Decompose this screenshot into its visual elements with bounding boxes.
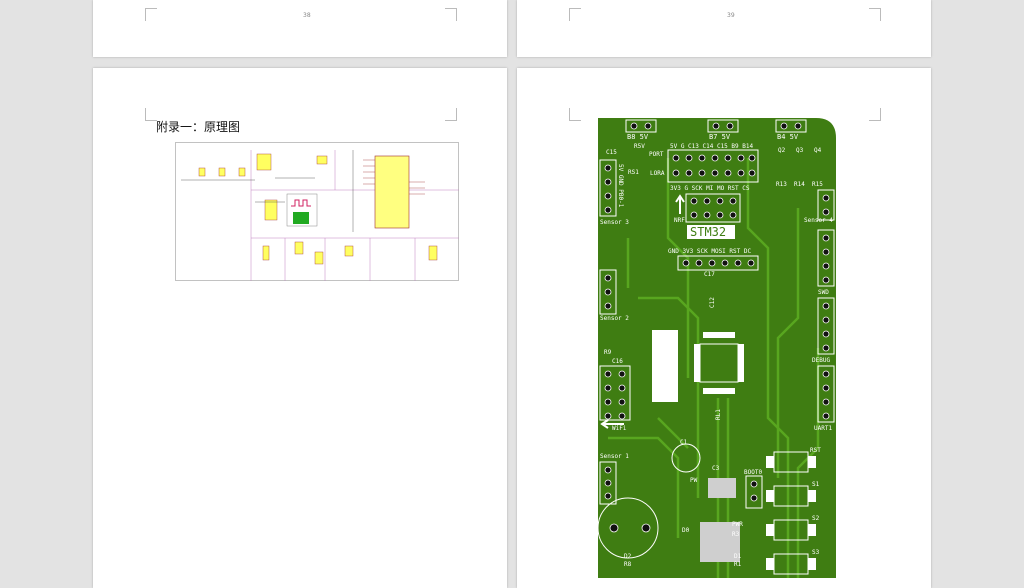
pcb-label: BOOT0 <box>744 469 762 476</box>
pcb-label: 3V3 G SCK MI MO RST CS <box>670 185 750 192</box>
pcb-label: RST <box>810 447 821 454</box>
pcb-label: WiFi <box>612 425 627 432</box>
pcb-label: Q4 <box>814 147 822 154</box>
pcb-label: D1 <box>734 553 742 560</box>
page-40: 附录一：原理图 <box>93 68 507 588</box>
margin-mark <box>569 108 581 121</box>
schematic-image[interactable] <box>175 142 459 281</box>
page-39: 39 <box>517 0 931 57</box>
pcb-label: NRF <box>674 217 685 224</box>
chip-label: STM32 <box>690 225 726 239</box>
arrow-left-icon <box>600 419 624 429</box>
arrow-up-icon <box>675 194 685 214</box>
pcb-label: R14 <box>794 181 805 188</box>
appendix-heading: 附录一：原理图 <box>156 120 241 134</box>
pcb-label: Q3 <box>796 147 804 154</box>
pcb-label: LORA <box>650 170 665 177</box>
pcb-label: B8 5V <box>627 133 649 141</box>
page-number: 39 <box>727 12 735 19</box>
pcb-label: DEBUG <box>812 357 830 364</box>
pcb-label: C17 <box>704 271 715 278</box>
pcb-label: PW <box>690 477 698 484</box>
pcb-label: C15 <box>606 149 617 156</box>
pcb-label: S1 <box>812 481 820 488</box>
pcb-label: Sensor 3 <box>600 219 629 226</box>
margin-mark <box>145 108 157 121</box>
pcb-label: S2 <box>812 515 820 522</box>
pcb-label: RL1 <box>715 409 722 420</box>
pcb-label: R5V <box>634 143 645 150</box>
pcb-label: GND 3V3 SCK MOSI RST DC <box>668 248 751 255</box>
pcb-label: R1 <box>734 561 742 568</box>
margin-mark <box>869 108 881 121</box>
pcb-label: R15 <box>812 181 823 188</box>
pcb-label: R3 <box>732 531 740 538</box>
page-41: B8 5V B7 5V B4 5V 5V G C13 C14 C15 B9 B1… <box>517 68 931 588</box>
margin-mark <box>445 8 457 21</box>
pcb-label: C1 <box>680 439 688 446</box>
pcb-label: Sensor 4 <box>804 217 833 224</box>
pcb-label: RS1 <box>628 169 639 176</box>
pcb-label: B7 5V <box>709 133 731 141</box>
sensor3-pin-labels: 5V GND PB0-1 <box>617 164 624 208</box>
pcb-label: S3 <box>812 549 820 556</box>
pcb-label: D0 <box>682 527 690 534</box>
pcb-label: C16 <box>612 358 623 365</box>
page-38: 38 <box>93 0 507 57</box>
pcb-label: R8 <box>624 561 632 568</box>
pcb-label: 5V G C13 C14 C15 B9 B14 <box>670 143 753 150</box>
pcb-label: D2 <box>624 553 632 560</box>
pcb-label: Sensor 1 <box>600 453 629 460</box>
margin-mark <box>869 8 881 21</box>
pcb-label: B4 5V <box>777 133 799 141</box>
page-number: 38 <box>303 12 311 19</box>
pcb-label: R13 <box>776 181 787 188</box>
pcb-label: SWD <box>818 289 829 296</box>
margin-mark <box>445 108 457 121</box>
pcb-label: PWR <box>732 521 743 528</box>
pcb-label: C12 <box>709 297 716 308</box>
pcb-label: Sensor 2 <box>600 315 629 322</box>
pcb-label: Q2 <box>778 147 786 154</box>
pcb-label: R9 <box>604 349 612 356</box>
pcb-layout-image[interactable]: B8 5V B7 5V B4 5V 5V G C13 C14 C15 B9 B1… <box>598 118 836 578</box>
pcb-label: C3 <box>712 465 720 472</box>
pcb-label: PORT <box>649 151 664 158</box>
pcb-label: UART1 <box>814 425 832 432</box>
margin-mark <box>569 8 581 21</box>
margin-mark <box>145 8 157 21</box>
